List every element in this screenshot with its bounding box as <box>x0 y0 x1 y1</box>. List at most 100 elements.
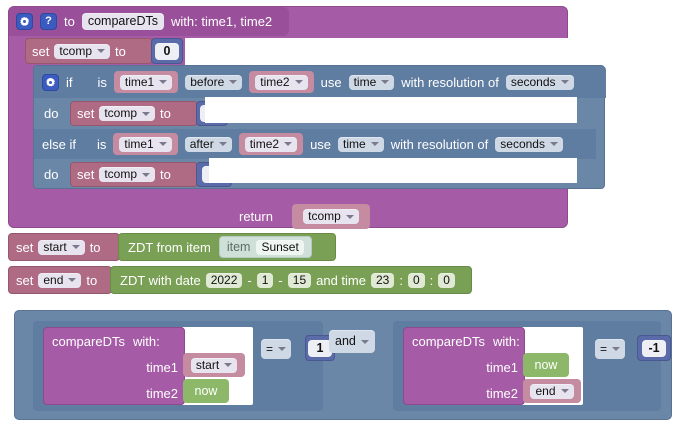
hour-field[interactable]: 23 <box>371 272 395 288</box>
resolution-dropdown-seconds[interactable]: seconds <box>505 74 574 90</box>
call-name-label: compareDTs <box>412 333 485 349</box>
variable-dropdown-start[interactable]: start <box>38 239 85 255</box>
to-label: to <box>115 43 126 59</box>
set-end-block[interactable]: set end to <box>8 266 112 294</box>
comparison-block-2[interactable]: compareDTs with: time1 time2 now <box>393 321 671 411</box>
variable-dropdown-start[interactable]: start <box>190 357 238 373</box>
join-operator-dropdown-and[interactable]: and <box>329 330 375 353</box>
use-dropdown-time[interactable]: time <box>348 74 395 90</box>
resolution-label: with resolution of <box>390 136 489 152</box>
return-value-block[interactable]: tcomp <box>292 204 370 229</box>
resolution-label: with resolution of <box>401 74 499 90</box>
item-value-field[interactable]: Sunset <box>256 239 304 255</box>
operand-time1-2[interactable]: time1 <box>113 133 178 155</box>
set-label: set <box>32 43 50 59</box>
return-label: return <box>239 208 273 224</box>
operator-dropdown-before[interactable]: before <box>185 74 243 90</box>
operand-time1-1[interactable]: time1 <box>113 71 179 93</box>
number-field[interactable]: -1 <box>642 339 666 357</box>
variable-dropdown-end[interactable]: end <box>38 272 82 288</box>
zdt-from-item-block[interactable]: ZDT from item item Sunset <box>118 233 336 261</box>
variable-dropdown[interactable]: time1 <box>119 74 173 90</box>
arg-name-label: time1 <box>146 359 178 375</box>
variable-dropdown-tcomp[interactable]: tcomp <box>303 209 359 224</box>
return-row: return <box>9 203 569 229</box>
to-label: to <box>89 239 101 255</box>
compareDTs-call-2[interactable]: compareDTs with: time1 time2 <box>403 327 525 405</box>
canvas-gap <box>185 38 577 65</box>
arg-row-time1-1: time1 <box>44 354 186 380</box>
compareDTs-call-1[interactable]: compareDTs with: time1 time2 <box>43 327 185 405</box>
variable-dropdown[interactable]: time1 <box>119 136 172 152</box>
is-label: is <box>97 74 107 90</box>
is-label: is <box>96 136 107 152</box>
call-label-row-2: compareDTs with: <box>404 328 556 354</box>
variable-dropdown[interactable]: time2 <box>255 74 308 90</box>
else-if-label: else if <box>42 136 76 152</box>
to-label: to <box>86 272 98 288</box>
arg-value-end[interactable]: end <box>523 379 581 403</box>
canvas-gap-3 <box>209 158 577 183</box>
use-label: use <box>310 136 332 152</box>
variable-dropdown-end[interactable]: end <box>530 383 574 399</box>
day-field[interactable]: 15 <box>287 272 312 288</box>
use-label: use <box>320 74 342 90</box>
month-field[interactable]: 1 <box>256 272 274 288</box>
time-separator-1: : <box>399 272 403 288</box>
arg-value-now-1[interactable]: now <box>183 379 229 403</box>
else-if-row: else if is time1 after time2 use time wi… <box>34 129 596 159</box>
operand-number-2[interactable]: -1 <box>637 335 671 361</box>
set-tcomp-init-block[interactable]: set tcomp to <box>25 38 153 64</box>
procedure-definition-block[interactable]: ? to compareDTs with: time1, time2 set t… <box>8 6 606 229</box>
item-block[interactable]: item Sunset <box>218 236 312 258</box>
set-tcomp-block-1[interactable]: set tcomp to <box>70 101 198 126</box>
variable-dropdown-tcomp[interactable]: tcomp <box>99 106 156 121</box>
arg-row-time2-2: time2 <box>404 380 526 406</box>
operand-time2-1[interactable]: time2 <box>249 71 314 93</box>
operator-dropdown-eq-2[interactable]: = <box>595 339 626 359</box>
set-label: set <box>77 167 95 182</box>
set-start-block[interactable]: set start to <box>8 233 120 261</box>
variable-dropdown-tcomp[interactable]: tcomp <box>54 43 111 59</box>
gear-icon[interactable] <box>42 73 59 91</box>
arg-value-start[interactable]: start <box>183 353 245 377</box>
question-icon[interactable]: ? <box>40 13 57 30</box>
call-label-row-1: compareDTs with: <box>44 328 186 354</box>
zdt-with-date-label: ZDT with date <box>120 272 201 288</box>
resolution-dropdown-seconds[interactable]: seconds <box>495 136 563 152</box>
procedure-header[interactable]: ? to compareDTs with: time1, time2 <box>9 7 289 36</box>
second-field[interactable]: 0 <box>438 272 455 288</box>
set-tcomp-block-2[interactable]: set tcomp to <box>70 162 198 187</box>
operand-time2-2[interactable]: time2 <box>238 133 304 155</box>
variable-dropdown[interactable]: time2 <box>244 136 298 152</box>
procedure-name-field[interactable]: compareDTs <box>81 13 165 30</box>
number-field[interactable]: 0 <box>155 42 179 60</box>
procedure-params-label: with: time1, time2 <box>171 14 273 29</box>
comparison-block-1[interactable]: compareDTs with: time1 time2 start <box>33 321 335 411</box>
minute-field[interactable]: 0 <box>407 272 425 288</box>
condition-group-block[interactable]: compareDTs with: time1 time2 start <box>14 310 672 420</box>
if-else-block[interactable]: if is time1 before time2 use time with r… <box>33 65 606 190</box>
variable-dropdown-tcomp[interactable]: tcomp <box>99 167 156 182</box>
arg-name-label: time2 <box>486 385 518 401</box>
time-separator-2: : <box>429 272 434 288</box>
call-name-label: compareDTs <box>52 333 125 349</box>
set-label: set <box>77 106 95 121</box>
now-label: now <box>534 358 558 372</box>
year-field[interactable]: 2022 <box>205 272 243 288</box>
arg-value-now-2[interactable]: now <box>523 353 569 377</box>
number-field[interactable]: 1 <box>308 339 332 357</box>
number-block-0[interactable]: 0 <box>151 38 183 64</box>
gear-icon[interactable] <box>16 13 33 30</box>
operator-dropdown-after[interactable]: after <box>184 136 232 152</box>
date-separator-2: - <box>278 272 283 288</box>
with-label: with: <box>492 333 520 349</box>
do-row-2: do <box>34 159 294 190</box>
do-label: do <box>44 167 59 182</box>
zdt-with-date-block[interactable]: ZDT with date 2022 - 1 - 15 and time 23 … <box>110 266 472 294</box>
canvas-gap-2 <box>205 97 577 123</box>
set-label: set <box>16 239 34 255</box>
use-dropdown-time[interactable]: time <box>338 136 384 152</box>
date-separator-1: - <box>247 272 252 288</box>
operator-dropdown-eq-1[interactable]: = <box>261 339 292 359</box>
